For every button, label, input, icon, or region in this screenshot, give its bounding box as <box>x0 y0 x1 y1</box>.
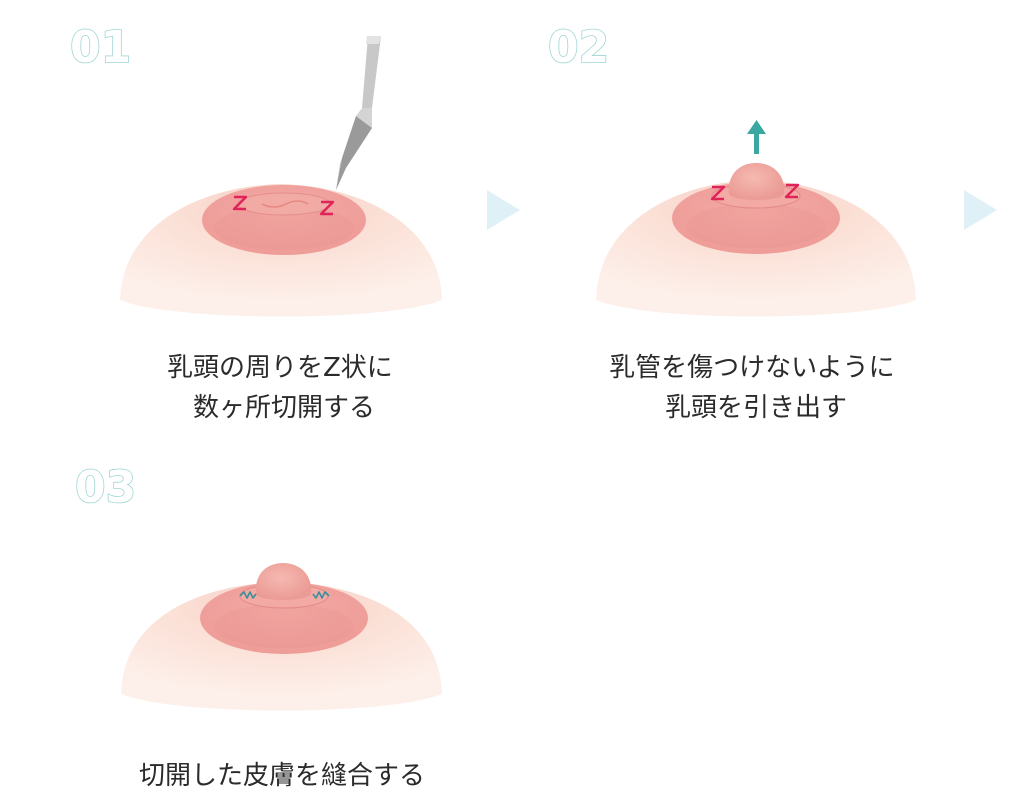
breast-illustration <box>120 184 442 317</box>
next-arrow-icon <box>964 190 997 230</box>
step-caption: 乳頭の周りをZ状に 数ヶ所切開する <box>167 353 401 423</box>
caption-line: 乳管を傷つけないように <box>609 353 894 383</box>
suture-icon <box>239 591 330 599</box>
scalpel-icon <box>336 36 381 190</box>
step-number: 01 <box>70 22 131 73</box>
areola-shadow <box>214 604 354 648</box>
step-number: 03 <box>75 462 136 513</box>
breast-illustration <box>121 563 442 711</box>
step-caption: 乳管を傷つけないように 乳頭を引き出す <box>609 353 903 423</box>
nipple <box>255 563 312 600</box>
step-02: 02 乳管を傷つけないように 乳頭を引き出す <box>547 21 997 423</box>
caption-line: 乳頭の周りをZ状に <box>167 353 393 383</box>
caption-line: 乳頭を引き出す <box>665 393 847 423</box>
areola-shadow <box>686 204 826 248</box>
z-incision-icon <box>710 183 800 201</box>
caption-line: 切開した皮膚を縫合する <box>139 761 425 791</box>
next-arrow-icon <box>487 190 520 230</box>
caption-line: 数ヶ所切開する <box>193 393 375 423</box>
up-arrow-icon <box>747 120 766 154</box>
breast-illustration <box>596 163 916 317</box>
step-caption: 切開した皮膚を縫合する <box>139 761 425 791</box>
step-number: 02 <box>548 22 609 73</box>
step-01: 01 乳頭の周りをZ状に 数ヶ所切開する <box>69 21 520 423</box>
step-03: 03 切開した皮膚を縫合する <box>74 461 442 791</box>
areola-shadow <box>214 206 354 250</box>
z-incision-icon <box>232 195 335 216</box>
nipple-crease <box>261 200 309 208</box>
nipple <box>237 192 331 216</box>
nipple <box>728 163 785 200</box>
